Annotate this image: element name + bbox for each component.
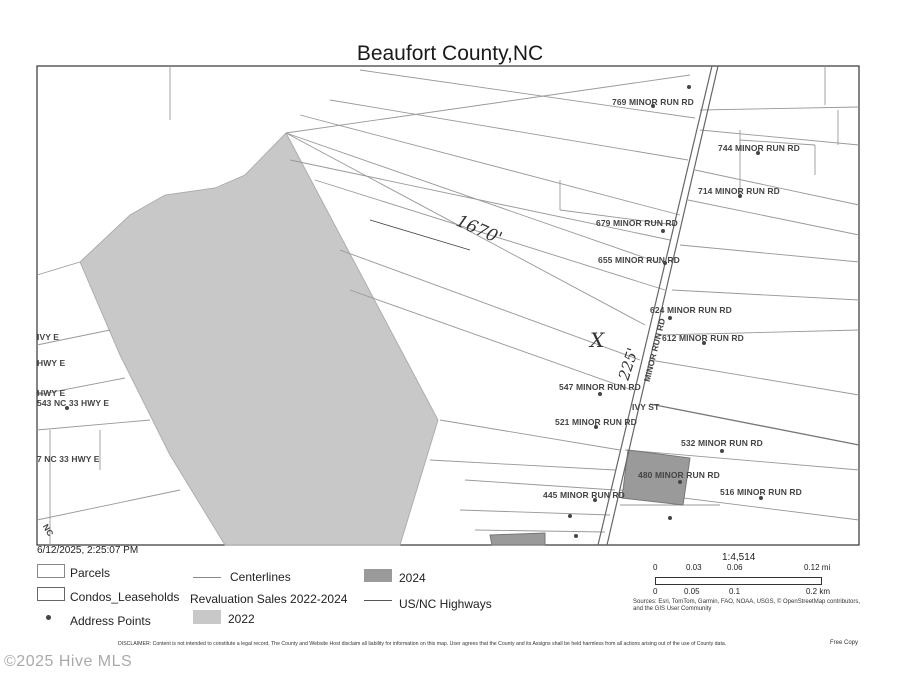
address-label: 655 MINOR RUN RD bbox=[598, 255, 680, 265]
minor-run-rd-centerline bbox=[597, 65, 713, 546]
legend-2022: 2022 bbox=[228, 612, 255, 626]
address-label: 516 MINOR RUN RD bbox=[720, 487, 802, 497]
scale-km-1: 0.05 bbox=[684, 587, 700, 596]
sale-2022-parcel bbox=[79, 132, 439, 546]
highway-line-icon bbox=[364, 600, 392, 601]
road-label-ivy: IVY ST bbox=[632, 402, 660, 412]
parcels-swatch bbox=[37, 564, 65, 578]
sale-2022-swatch bbox=[193, 610, 221, 624]
sale-2024-swatch bbox=[364, 569, 392, 582]
address-label: 769 MINOR RUN RD bbox=[612, 97, 694, 107]
condos-swatch bbox=[37, 587, 65, 601]
address-label: 714 MINOR RUN RD bbox=[698, 186, 780, 196]
map-sources: Sources: Esri, TomTom, Garmin, FAO, NOAA… bbox=[633, 599, 861, 612]
address-label: 7 NC 33 HWY E bbox=[37, 454, 100, 464]
address-label: HWY E bbox=[37, 388, 66, 398]
address-label: 612 MINOR RUN RD bbox=[662, 333, 744, 343]
address-label: 480 MINOR RUN RD bbox=[638, 470, 720, 480]
address-label: 624 MINOR RUN RD bbox=[650, 305, 732, 315]
legend-condos: Condos_Leaseholds bbox=[70, 590, 180, 604]
scale-line bbox=[655, 577, 822, 585]
centerline-line-icon bbox=[193, 577, 221, 578]
address-label: 679 MINOR RUN RD bbox=[596, 218, 678, 228]
legend-2024: 2024 bbox=[399, 571, 426, 585]
legend-address-points: Address Points bbox=[70, 614, 151, 628]
address-point-icon bbox=[46, 615, 51, 620]
disclaimer: DISCLAIMER: Content is not intended to c… bbox=[118, 641, 727, 647]
scale-km-3: 0.2 km bbox=[806, 587, 831, 596]
scale-mi-2: 0.06 bbox=[727, 563, 743, 572]
scale-ratio: 1:4,514 bbox=[722, 552, 756, 563]
sale-2024-parcel-small bbox=[489, 532, 546, 546]
scale-km-2: 0.1 bbox=[729, 587, 741, 596]
ivy-st-centerline bbox=[649, 403, 860, 446]
sale-2024-parcel bbox=[621, 449, 691, 506]
address-label: HWY E bbox=[37, 358, 66, 368]
legend-highways: US/NC Highways bbox=[399, 597, 492, 611]
address-label: 547 MINOR RUN RD bbox=[559, 382, 641, 392]
address-points bbox=[65, 85, 763, 538]
legend-revaluation: Revaluation Sales 2022-2024 bbox=[190, 592, 348, 606]
scale-mi-0: 0 bbox=[653, 563, 658, 572]
address-label: 532 MINOR RUN RD bbox=[681, 438, 763, 448]
legend-parcels: Parcels bbox=[70, 566, 111, 580]
scale-mi-1: 0.03 bbox=[686, 563, 702, 572]
map-frame bbox=[36, 65, 860, 546]
map-title: Beaufort County,NC bbox=[356, 42, 544, 65]
free-copy: Free Copy bbox=[830, 640, 859, 646]
scale-km-0: 0 bbox=[653, 587, 658, 596]
address-label: 445 MINOR RUN RD bbox=[543, 490, 625, 500]
scale-mi-3: 0.12 mi bbox=[804, 563, 831, 572]
print-datetime: 6/12/2025, 2:25:07 PM bbox=[37, 545, 139, 556]
address-label: IVY E bbox=[37, 332, 60, 342]
address-label: 543 NC 33 HWY E bbox=[37, 398, 110, 408]
mls-watermark: ©2025 Hive MLS bbox=[4, 653, 133, 670]
legend-centerlines: Centerlines bbox=[230, 570, 291, 584]
address-label: 521 MINOR RUN RD bbox=[555, 417, 637, 427]
handwritten-mark: X bbox=[590, 328, 605, 352]
address-label: 744 MINOR RUN RD bbox=[718, 143, 800, 153]
